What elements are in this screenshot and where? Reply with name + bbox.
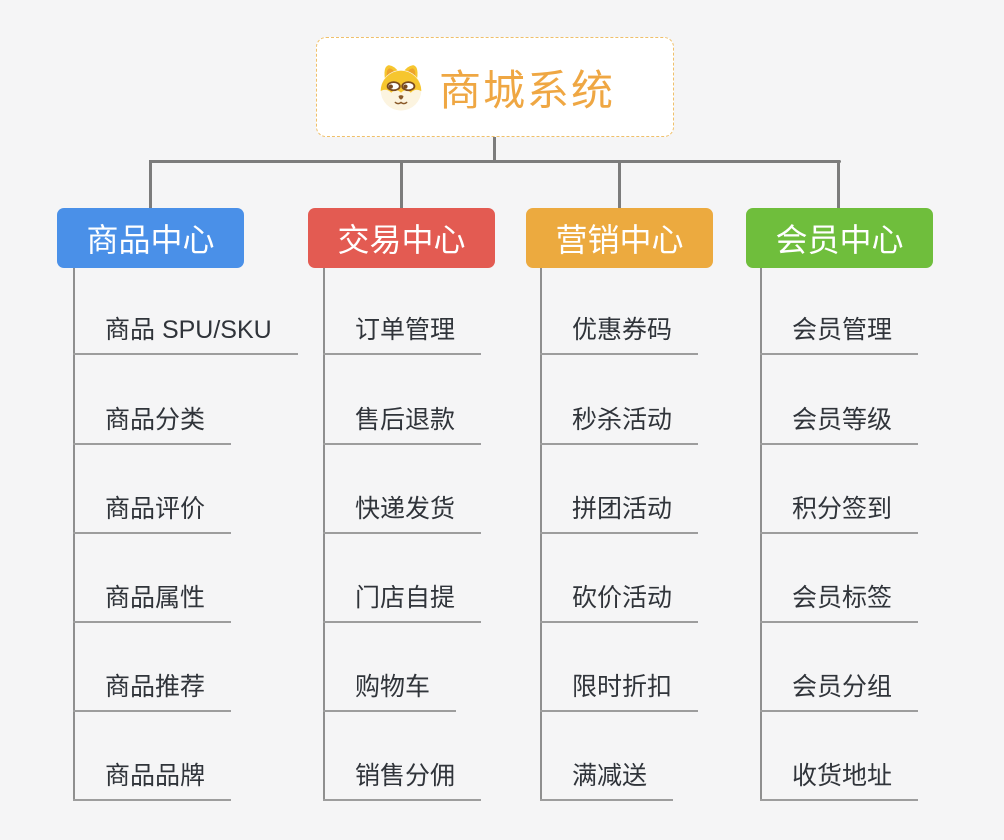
leaf-node[interactable]: 商品分类	[73, 405, 232, 445]
leaf-node[interactable]: 收货地址	[760, 761, 919, 801]
leaf-node[interactable]: 会员等级	[760, 405, 919, 445]
trunk-line-1	[73, 268, 75, 801]
leaf-node[interactable]: 积分签到	[760, 494, 919, 534]
branch-node-marketing-center[interactable]: 营销中心	[526, 208, 713, 268]
leaf-node[interactable]: 售后退款	[323, 405, 482, 445]
leaf-node[interactable]: 优惠券码	[540, 315, 699, 355]
leaf-node[interactable]: 门店自提	[323, 583, 482, 623]
leaf-node[interactable]: 秒杀活动	[540, 405, 699, 445]
leaf-node[interactable]: 会员管理	[760, 315, 919, 355]
trunk-line-4	[760, 268, 762, 801]
connector-drop-1	[149, 160, 152, 210]
leaf-node[interactable]: 商品属性	[73, 583, 232, 623]
leaf-node[interactable]: 购物车	[323, 672, 457, 712]
leaf-node[interactable]: 限时折扣	[540, 672, 699, 712]
connector-drop-4	[837, 160, 840, 210]
branch-node-member-center[interactable]: 会员中心	[746, 208, 933, 268]
connector-root-stub	[493, 137, 496, 163]
leaf-node[interactable]: 销售分佣	[323, 761, 482, 801]
leaf-node[interactable]: 商品推荐	[73, 672, 232, 712]
leaf-node[interactable]: 会员分组	[760, 672, 919, 712]
leaf-node[interactable]: 订单管理	[323, 315, 482, 355]
leaf-node[interactable]: 拼团活动	[540, 494, 699, 534]
connector-drop-3	[618, 160, 621, 210]
trunk-line-3	[540, 268, 542, 801]
leaf-node[interactable]: 满减送	[540, 761, 674, 801]
trunk-line-2	[323, 268, 325, 801]
leaf-node[interactable]: 商品评价	[73, 494, 232, 534]
leaf-node[interactable]: 砍价活动	[540, 583, 699, 623]
connector-horizontal	[149, 160, 841, 163]
leaf-node[interactable]: 会员标签	[760, 583, 919, 623]
branch-node-product-center[interactable]: 商品中心	[57, 208, 244, 268]
leaf-node[interactable]: 商品品牌	[73, 761, 232, 801]
leaf-node[interactable]: 快递发货	[323, 494, 482, 534]
dog-face-icon	[380, 65, 422, 111]
root-node[interactable]: 商城系统	[316, 37, 674, 137]
leaf-node[interactable]: 商品 SPU/SKU	[73, 315, 298, 355]
root-title: 商城系统	[438, 66, 615, 114]
branch-node-trade-center[interactable]: 交易中心	[308, 208, 495, 268]
connector-drop-2	[400, 160, 403, 210]
